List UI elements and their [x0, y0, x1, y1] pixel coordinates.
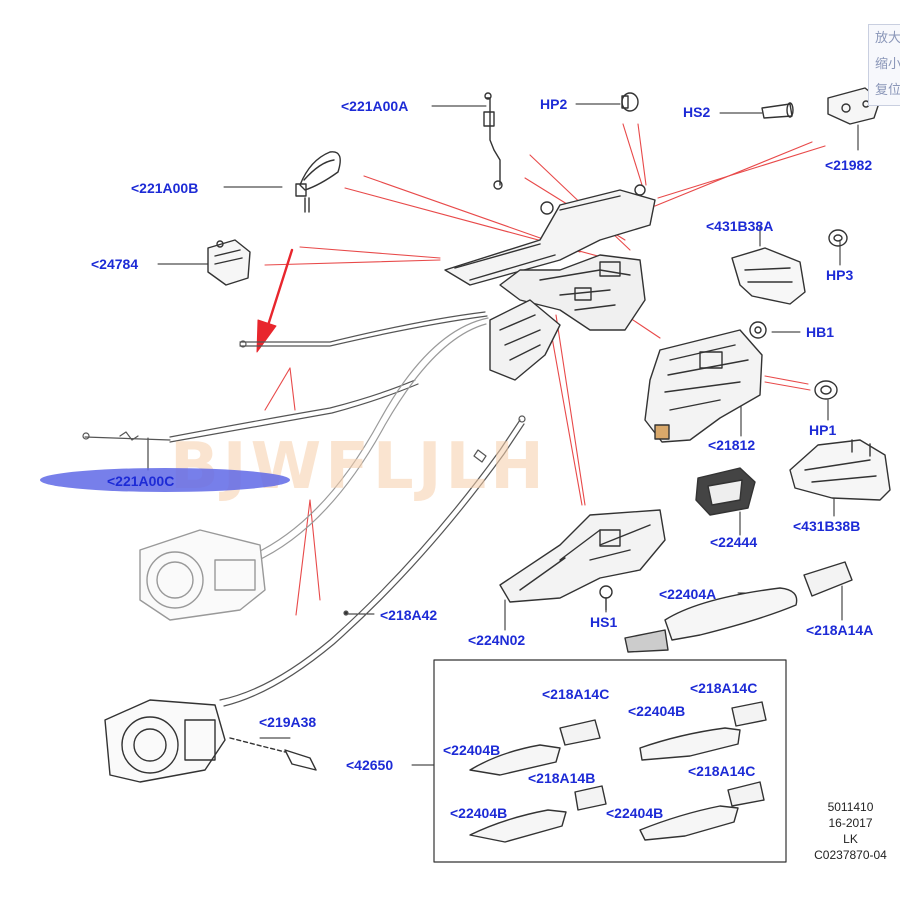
part-HP1-plug	[814, 380, 838, 400]
reference-line-3: LK	[843, 832, 858, 846]
part-431B38B-cover	[789, 439, 891, 501]
part-221A00A-clip	[483, 92, 503, 190]
latch-bracket-assembly	[444, 184, 656, 381]
callout-HS1[interactable]: HS1	[590, 614, 618, 630]
part-219A38-pin	[229, 737, 317, 771]
callout-HB1[interactable]: HB1	[806, 324, 835, 340]
callout-218A14C-2[interactable]: <218A14C	[690, 680, 758, 696]
callout-HP3[interactable]: HP3	[826, 267, 854, 283]
zoom-control-panel: 放大 缩小 复位	[868, 24, 900, 106]
callout-22404B-2[interactable]: <22404B	[443, 742, 501, 758]
callout-HP1[interactable]: HP1	[809, 422, 837, 438]
callout-218A14C-1[interactable]: <218A14C	[542, 686, 610, 702]
reference-line-1: 5011410	[827, 800, 874, 814]
part-HP3-plug	[828, 229, 848, 247]
kit-box-42650	[433, 659, 787, 863]
callout-42650[interactable]: <42650	[346, 757, 394, 773]
callout-221A00A[interactable]: <221A00A	[341, 98, 409, 114]
callout-21812[interactable]: <21812	[708, 437, 756, 453]
reset-button[interactable]: 复位	[875, 83, 900, 98]
watermark: BJWFLJLH	[170, 430, 548, 504]
callout-218A14B[interactable]: <218A14B	[528, 770, 596, 786]
part-218A14A-cap	[803, 561, 853, 597]
part-22404A-handle	[624, 587, 798, 653]
reference-line-2: 16-2017	[828, 816, 873, 830]
part-HS2-screw	[761, 102, 794, 119]
cables	[82, 311, 526, 707]
callout-22444[interactable]: <22444	[710, 534, 758, 550]
part-22444-handle	[695, 467, 756, 516]
callout-218A42[interactable]: <218A42	[380, 607, 438, 623]
part-21812-latch	[644, 329, 763, 443]
part-motor-upper-left	[139, 529, 266, 621]
callout-221A00C[interactable]: <221A00C	[107, 473, 175, 489]
part-224N02-bracket	[499, 509, 666, 603]
zoom-out-button[interactable]: 缩小	[875, 57, 900, 72]
callout-221A00B[interactable]: <221A00B	[131, 180, 199, 196]
callout-22404A[interactable]: <22404A	[659, 586, 717, 602]
part-21982-striker	[827, 87, 881, 125]
blue-highlight-ellipse	[40, 468, 290, 492]
part-HB1-bolt	[749, 321, 767, 339]
reference-line-4: C0237870-04	[814, 848, 887, 862]
part-431B38A-cover	[731, 247, 806, 305]
part-HS1-screw	[599, 585, 613, 611]
callout-431B38B[interactable]: <431B38B	[793, 518, 861, 534]
callout-HS2[interactable]: HS2	[683, 104, 711, 120]
callout-431B38A[interactable]: <431B38A	[706, 218, 774, 234]
callout-219A38[interactable]: <219A38	[259, 714, 317, 730]
part-221A00B-harness	[295, 151, 341, 213]
callout-218A14C-3[interactable]: <218A14C	[688, 763, 756, 779]
part-motor-lower	[104, 699, 226, 783]
kit-handles	[469, 701, 767, 843]
zoom-in-button[interactable]: 放大	[875, 31, 900, 46]
callout-22404B-1[interactable]: <22404B	[628, 703, 686, 719]
callout-24784[interactable]: <24784	[91, 256, 139, 272]
callout-22404B-3[interactable]: <22404B	[450, 805, 508, 821]
callout-21982[interactable]: <21982	[825, 157, 873, 173]
part-24784-actuator	[207, 239, 251, 286]
callout-22404B-4[interactable]: <22404B	[606, 805, 664, 821]
callout-218A14A[interactable]: <218A14A	[806, 622, 874, 638]
part-HP2-plug	[621, 92, 639, 112]
leader-lines	[147, 103, 859, 766]
red-arrow	[256, 248, 294, 353]
callout-HP2[interactable]: HP2	[540, 96, 568, 112]
callout-224N02[interactable]: <224N02	[468, 632, 526, 648]
